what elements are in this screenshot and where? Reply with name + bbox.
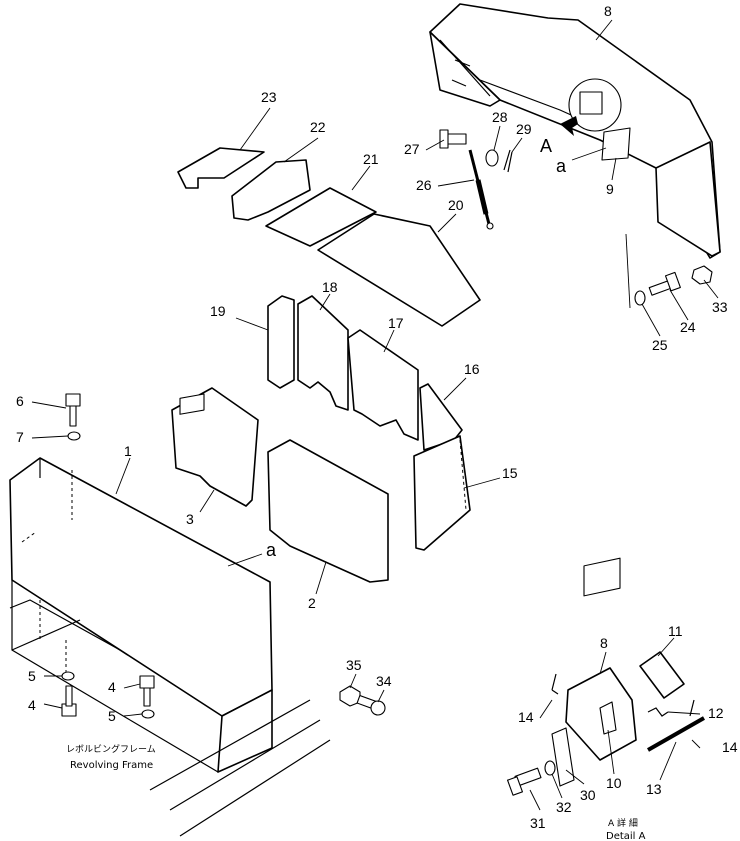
revolving-frame <box>9 580 331 837</box>
callout-7: 7 <box>16 429 24 445</box>
callout-33: 33 <box>712 299 728 315</box>
callout-27: 27 <box>404 141 420 157</box>
pad-part-15 <box>413 435 471 551</box>
callout-11: 11 <box>668 623 683 639</box>
view-marker-a: A <box>540 136 552 156</box>
callout-5-left: 5 <box>28 668 36 684</box>
washer-part-5-right <box>141 709 155 719</box>
pad-part-16 <box>419 383 463 451</box>
callout-5-right: 5 <box>108 708 116 724</box>
nut-part-33 <box>691 265 713 285</box>
callout-20: 20 <box>448 197 464 213</box>
callout-18: 18 <box>322 279 338 295</box>
frame-caption-en: Revolving Frame <box>70 760 153 771</box>
callout-24: 24 <box>680 319 696 335</box>
main-cover-part-1 <box>9 457 273 773</box>
callout-12: 12 <box>708 705 724 721</box>
callout-35: 35 <box>346 657 362 673</box>
callout-10: 10 <box>606 775 622 791</box>
callout-28: 28 <box>492 109 508 125</box>
callout-19: 19 <box>210 303 226 319</box>
callout-22: 22 <box>310 119 326 135</box>
plate-part-23 <box>177 147 265 189</box>
callout-2: 2 <box>308 595 316 611</box>
callout-26: 26 <box>416 177 432 193</box>
callout-6: 6 <box>16 393 24 409</box>
gas-spring-part-26 <box>468 149 494 230</box>
bolt-part-27 <box>439 129 467 149</box>
washer-part-7 <box>67 431 81 441</box>
pin-part-29 <box>503 149 513 173</box>
plate-part-21 <box>265 187 377 247</box>
pad-part-19 <box>267 295 295 389</box>
bolt-part-34 <box>356 694 386 716</box>
leader-lines <box>31 19 719 811</box>
upper-cover-part-8 <box>429 3 721 259</box>
callout-3: 3 <box>186 511 194 527</box>
panel-part-2 <box>267 439 389 583</box>
pad-part-17 <box>347 329 419 441</box>
callout-23: 23 <box>261 89 277 105</box>
reference-marker-a-top: a <box>556 156 567 176</box>
bolt-part-31 <box>507 767 542 796</box>
callout-29: 29 <box>516 121 532 137</box>
reference-marker-a-frame: a <box>266 540 277 560</box>
callout-labels: 23 22 21 20 19 18 17 16 15 1 3 2 6 7 5 4… <box>16 3 738 831</box>
bolt-part-4-left <box>61 685 77 717</box>
callout-30: 30 <box>580 787 596 803</box>
callout-25: 25 <box>652 337 668 353</box>
block-part-22 <box>231 159 311 221</box>
bolt-part-4-right <box>139 675 155 707</box>
callout-15: 15 <box>502 465 518 481</box>
callout-21: 21 <box>363 151 379 167</box>
frame-caption-jp: レボルビングフレーム <box>66 743 156 755</box>
callout-8-detail: 8 <box>600 635 608 651</box>
washer-part-25 <box>634 290 646 306</box>
panel-part-3 <box>171 387 259 507</box>
callout-32: 32 <box>556 799 572 815</box>
view-arrow-a <box>560 116 578 136</box>
callout-8: 8 <box>604 3 612 19</box>
callout-9: 9 <box>606 181 614 197</box>
callout-16: 16 <box>464 361 480 377</box>
detail-a <box>507 557 705 796</box>
callout-14-left: 14 <box>518 709 534 725</box>
bolt-part-6 <box>65 393 81 427</box>
washer-part-5-left <box>61 671 75 681</box>
callout-13: 13 <box>646 781 662 797</box>
washer-part-28 <box>485 149 499 167</box>
callout-14-right: 14 <box>722 739 738 755</box>
detail-caption-jp: A 詳 細 <box>608 817 638 829</box>
bolt-part-24 <box>648 271 681 296</box>
callout-4-right: 4 <box>108 679 116 695</box>
plate-part-20 <box>317 213 481 327</box>
callout-4-left: 4 <box>28 697 36 713</box>
callout-34: 34 <box>376 673 392 689</box>
callout-17: 17 <box>388 315 404 331</box>
detail-caption-en: Detail A <box>606 831 646 841</box>
callout-1: 1 <box>124 443 132 459</box>
callout-31: 31 <box>530 815 546 831</box>
pad-part-18 <box>297 295 349 411</box>
